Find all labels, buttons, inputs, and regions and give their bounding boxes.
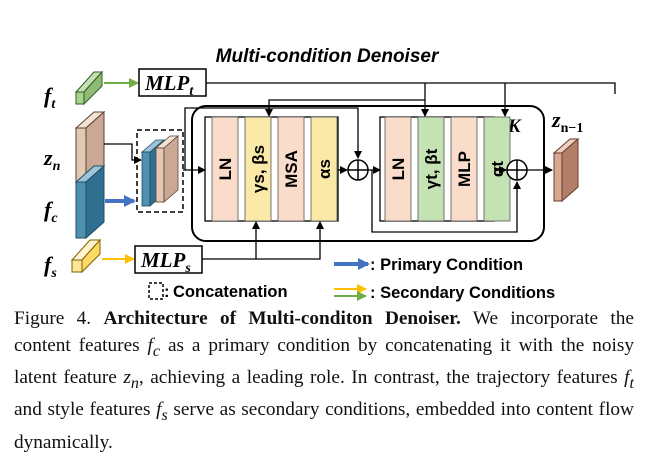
block1-layer-2 — [277, 116, 305, 222]
legend-secondary-label: : Secondary Conditions — [370, 284, 555, 302]
caption-text-1: We incorporate the content features — [14, 308, 634, 356]
mlp-s-line — [202, 221, 324, 260]
mlp-t-to-block1-inner — [265, 99, 425, 117]
output-feature-block — [552, 137, 580, 203]
mlp-s-box: MLPs — [134, 245, 203, 276]
zn-feature-block — [74, 110, 106, 188]
ft-feature-block — [74, 70, 104, 106]
concat-stack — [140, 135, 180, 207]
svg-text:MLPs: MLPs — [140, 248, 191, 276]
caption-text-3: , achieving a leading role. In contrast,… — [138, 366, 618, 388]
block1-layer-1 — [244, 116, 272, 222]
add-node-1 — [347, 159, 369, 181]
block2-layers: LN γt, βt MLP αt — [384, 116, 511, 222]
block2-layer-label-3: αt — [488, 161, 507, 177]
attention-block — [204, 116, 339, 222]
input-label-fs: fs — [44, 252, 57, 281]
block2-layer-label-0: LN — [389, 158, 408, 181]
block1-layer-label-1: γs, βs — [249, 145, 268, 193]
architecture-diagram: Multi-condition Denoiser ft MLPt zn fc — [43, 46, 616, 302]
caption-text-2: as a primary condition by concatenating … — [14, 334, 635, 388]
caption-fc: fc — [147, 334, 161, 360]
figure-caption: Figure 4. Architecture of Multi-conditon… — [14, 306, 634, 456]
caption-zn: zn — [123, 366, 139, 392]
caption-label: Figure 4. — [14, 308, 92, 329]
block1-layer-label-3: αs — [315, 159, 334, 179]
legend-concat-icon — [148, 282, 164, 300]
output-label: zn−1 — [551, 107, 583, 136]
caption-title: Architecture of Multi-conditon Denoiser. — [103, 308, 461, 329]
add-node-2 — [506, 159, 528, 181]
input-label-zn: zn — [43, 145, 61, 174]
fs-feature-block — [70, 238, 102, 274]
fc-feature-block — [74, 164, 106, 240]
caption-text-4: and style features — [14, 399, 151, 421]
block2-layer-label-1: γt, βt — [422, 148, 441, 189]
residual-1 — [184, 107, 362, 170]
legend-primary-label: : Primary Condition — [370, 256, 523, 274]
residual-2 — [371, 170, 521, 233]
mlp-t-box: MLPt — [138, 68, 207, 99]
block1-layers: LN γs, βs MSA αs — [211, 116, 338, 222]
block1-layer-label-2: MSA — [282, 150, 301, 188]
block2-layer-label-2: MLP — [455, 151, 474, 187]
repeat-block — [191, 105, 545, 242]
legend-concat-colon: : — [164, 283, 170, 301]
block1-layer-3 — [310, 116, 338, 222]
diagram-title: Multi-condition Denoiser — [216, 46, 440, 67]
input-label-ft: ft — [44, 83, 56, 112]
caption-ft: ft — [624, 366, 634, 392]
block2-layer-0 — [384, 116, 412, 222]
legend-concat-label: Concatenation — [173, 283, 288, 301]
block2-layer-1 — [417, 116, 445, 222]
zn-arrow — [104, 143, 142, 164]
block1-layer-0 — [211, 116, 239, 222]
input-label-fc: fc — [44, 197, 58, 226]
caption-fs: fs — [156, 399, 168, 425]
svg-text:MLPt: MLPt — [144, 71, 194, 99]
block1-layer-label-0: LN — [216, 158, 235, 181]
block2-layer-2 — [450, 116, 478, 222]
mlp-t-line — [206, 82, 616, 94]
caption-text-5: serve as secondary conditions, embedded … — [14, 399, 634, 453]
legend: : Primary Condition : Concatenation : Se… — [148, 256, 555, 302]
